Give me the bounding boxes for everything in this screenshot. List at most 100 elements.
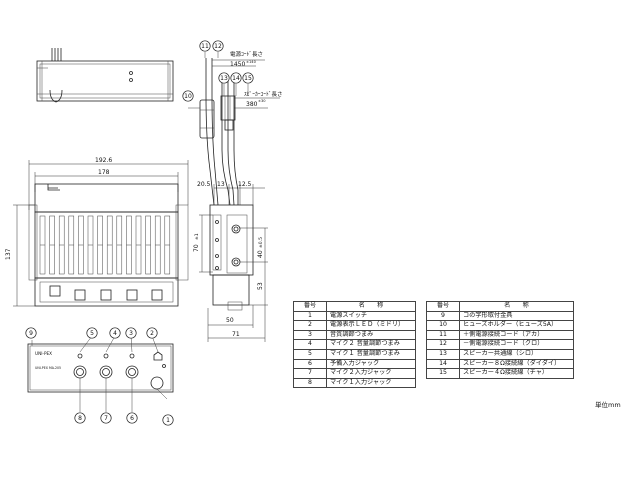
part-name: －側電源接続コード（クロ） <box>459 339 574 350</box>
part-name: マイク２入力ジャック <box>326 368 416 379</box>
part-name: マイク１ 音量調節つまみ <box>326 348 416 360</box>
callout-number: 11 <box>201 43 209 50</box>
part-number: 14 <box>426 358 460 370</box>
top-view <box>36 48 174 103</box>
callout-number: 7 <box>104 415 108 422</box>
part-number: 3 <box>293 329 327 341</box>
dim-70: 70 <box>193 244 200 252</box>
callout-number: 12 <box>214 43 222 50</box>
table-row: 11＋側電源接続コード（アカ） <box>426 329 574 341</box>
speaker-cord-length: 380 <box>246 101 258 108</box>
callout-number: 6 <box>130 415 134 422</box>
speaker-cord-tol: ±30 <box>258 99 266 103</box>
unit-note: 単位mm <box>595 401 621 409</box>
callout-12: 12 <box>212 40 224 52</box>
callout-9: 9 <box>25 327 37 339</box>
callout-3: 3 <box>125 327 137 339</box>
dim-40-tol: ±0.5 <box>258 237 264 248</box>
part-name: ＋側電源接続コード（アカ） <box>459 329 574 341</box>
panel-brand: UNI-PEX <box>35 351 52 356</box>
power-cord-length: 1450 <box>230 61 245 68</box>
dim-70-tol: ±1 <box>194 233 200 240</box>
part-number: 11 <box>426 329 460 341</box>
callout-number: 2 <box>150 330 154 337</box>
part-name: スピーカー８Ω接続線（ダイダイ） <box>459 358 574 370</box>
part-number: 6 <box>293 358 327 370</box>
part-number: 12 <box>426 339 460 350</box>
part-name: ヒューズホルダー（ヒューズ5A） <box>459 320 574 331</box>
part-number: 7 <box>293 368 327 379</box>
callout-10: 10 <box>182 90 194 102</box>
dim-40: 40 <box>257 250 264 258</box>
part-number: 1 <box>293 310 327 322</box>
part-name: 予備入力ジャック <box>326 358 416 370</box>
callout-number: 15 <box>244 75 252 82</box>
callout-number: 5 <box>90 330 94 337</box>
callout-number: 4 <box>113 330 117 337</box>
col-name: 名 称 <box>326 301 416 312</box>
dim-53: 53 <box>257 282 264 290</box>
dim-137: 137 <box>5 248 12 260</box>
dim-12-5: 12.5 <box>238 181 252 188</box>
callout-number: 10 <box>184 93 192 100</box>
part-number: 2 <box>293 320 327 331</box>
callout-1: 1 <box>162 414 174 426</box>
part-number: 9 <box>426 310 460 322</box>
speaker-cord-label: ｽﾋﾟｰｶｰｺｰﾄﾞ長さ <box>244 91 283 98</box>
part-name: 電源スイッチ <box>326 310 416 322</box>
table-row: 12－側電源接続コード（クロ） <box>426 339 574 350</box>
callout-14: 14 <box>230 72 242 84</box>
callout-2: 2 <box>146 327 158 339</box>
callout-4: 4 <box>109 327 121 339</box>
callout-15: 15 <box>242 72 254 84</box>
dim-178: 178 <box>98 169 110 176</box>
part-name: マイク２ 音量調節つまみ <box>326 339 416 350</box>
callout-8: 8 <box>74 412 86 424</box>
dim-20-5: 20.5 <box>197 181 211 188</box>
part-number: 15 <box>426 368 460 379</box>
col-number: 番号 <box>293 301 327 312</box>
callout-7: 7 <box>100 412 112 424</box>
col-number: 番号 <box>426 301 460 312</box>
part-number: 8 <box>293 377 327 389</box>
callout-number: 14 <box>232 75 240 82</box>
callout-number: 1 <box>166 417 170 424</box>
col-name: 名 称 <box>459 301 574 312</box>
callout-6: 6 <box>126 412 138 424</box>
power-cord-label: 電源ｺｰﾄﾞ長さ <box>230 50 263 58</box>
side-view: 電源ｺｰﾄﾞ長さ 1450 ±140 ｽﾋﾟｰｶｰｺｰﾄﾞ長さ 380 ±30 … <box>193 50 283 342</box>
part-name: コの字形取付金具 <box>459 310 574 322</box>
callout-number: 9 <box>29 330 33 337</box>
callout-13: 13 <box>218 72 230 84</box>
callout-5: 5 <box>86 327 98 339</box>
callout-number: 3 <box>129 330 133 337</box>
dim-192-6: 192.6 <box>95 157 112 164</box>
part-name: スピーカー４Ω接続線（チャ） <box>459 368 574 379</box>
part-name: 音質調節つまみ <box>326 329 416 341</box>
front-panel-view: UNI-PEX UNI-PEX MA-205 <box>27 335 174 412</box>
main-top-view: 192.6 178 137 <box>5 157 189 307</box>
part-number: 13 <box>426 348 460 360</box>
part-number: 10 <box>426 320 460 331</box>
part-name: 電源表示ＬＥＤ（ミドリ） <box>326 320 416 331</box>
panel-model: UNI-PEX MA-205 <box>35 366 61 370</box>
part-name: スピーカー共通線（シロ） <box>459 348 574 360</box>
part-name: マイク１入力ジャック <box>326 377 416 389</box>
dim-71: 71 <box>232 331 240 338</box>
part-number: 4 <box>293 339 327 350</box>
